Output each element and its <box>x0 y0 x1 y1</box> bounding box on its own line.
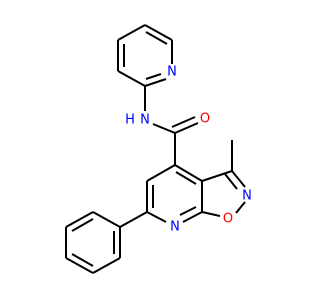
bond <box>65 257 94 274</box>
bond <box>92 211 121 228</box>
atom-label-pyridine-n: N <box>167 65 177 80</box>
bond <box>224 173 238 190</box>
chemical-structure: N N H O N O N <box>65 24 252 274</box>
bond <box>144 78 167 87</box>
bond <box>146 211 167 223</box>
bond <box>174 122 199 134</box>
bond <box>235 201 246 214</box>
bond <box>117 70 146 87</box>
atom-label-amide-h: H <box>125 113 135 128</box>
bond <box>144 24 173 41</box>
bond-layer <box>65 24 246 274</box>
atom-label-carbonyl-o: O <box>200 112 210 127</box>
bond <box>179 206 197 216</box>
bond <box>119 211 148 228</box>
bond <box>201 211 221 217</box>
bond <box>71 253 94 267</box>
atom-label-layer: N N H O N O N <box>125 65 252 235</box>
bond <box>175 171 197 185</box>
bond <box>201 170 233 182</box>
bond <box>231 170 246 188</box>
bond <box>92 257 121 274</box>
bond <box>171 116 196 128</box>
bond <box>146 164 176 182</box>
bond <box>145 73 162 80</box>
bond <box>71 218 94 232</box>
bond <box>117 24 146 41</box>
bond <box>65 211 94 228</box>
atom-label-core-pyridine-n: N <box>170 220 180 235</box>
atom-label-isoxazole-n: N <box>242 189 252 204</box>
atom-label-isoxazole-o: O <box>223 212 233 227</box>
bond <box>145 31 168 45</box>
bond <box>182 211 203 223</box>
atom-label-amide-n: N <box>140 113 150 128</box>
bond <box>174 164 203 182</box>
bond <box>152 123 176 134</box>
